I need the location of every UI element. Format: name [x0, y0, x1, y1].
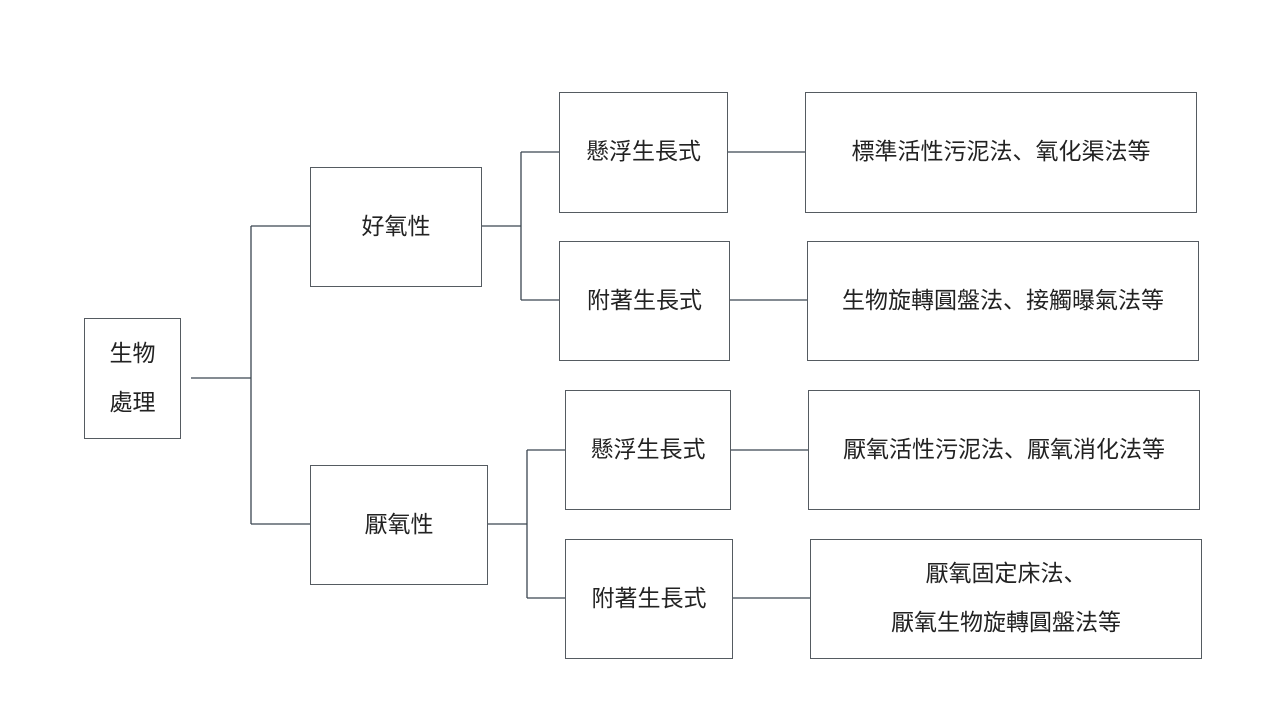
anaerobic-suspended-label: 懸浮生長式: [590, 436, 706, 463]
root-label-line2: 處理: [109, 389, 156, 416]
aerobic-suspended-methods-node: 標準活性污泥法、氧化渠法等: [805, 92, 1197, 213]
anaerobic-label: 厭氧性: [364, 511, 434, 538]
anaerobic-node: 厭氧性: [310, 465, 488, 585]
anaerobic-attached-node: 附著生長式: [565, 539, 733, 659]
aerobic-label: 好氧性: [361, 213, 431, 240]
root-label-line1: 生物: [109, 340, 156, 367]
aerobic-attached-label: 附著生長式: [587, 287, 702, 314]
aerobic-suspended-methods: 標準活性污泥法、氧化渠法等: [851, 139, 1151, 165]
anaerobic-suspended-node: 懸浮生長式: [565, 390, 731, 510]
aerobic-attached-node: 附著生長式: [559, 241, 730, 361]
anaerobic-suspended-methods-node: 厭氧活性污泥法、厭氧消化法等: [808, 390, 1200, 510]
aerobic-suspended-label: 懸浮生長式: [586, 139, 701, 165]
anaerobic-attached-methods-node: 厭氧固定床法、 厭氧生物旋轉圓盤法等: [810, 539, 1202, 659]
root-node: 生物 處理: [84, 318, 181, 439]
anaerobic-attached-label: 附著生長式: [591, 585, 707, 612]
aerobic-attached-methods: 生物旋轉圓盤法、接觸曝氣法等: [842, 287, 1164, 314]
anaerobic-attached-methods-line2: 厭氧生物旋轉圓盤法等: [891, 610, 1121, 636]
anaerobic-suspended-methods: 厭氧活性污泥法、厭氧消化法等: [843, 436, 1165, 463]
aerobic-attached-methods-node: 生物旋轉圓盤法、接觸曝氣法等: [807, 241, 1199, 361]
anaerobic-attached-methods-line1: 厭氧固定床法、: [925, 561, 1087, 587]
aerobic-node: 好氧性: [310, 167, 482, 287]
aerobic-suspended-node: 懸浮生長式: [559, 92, 728, 213]
